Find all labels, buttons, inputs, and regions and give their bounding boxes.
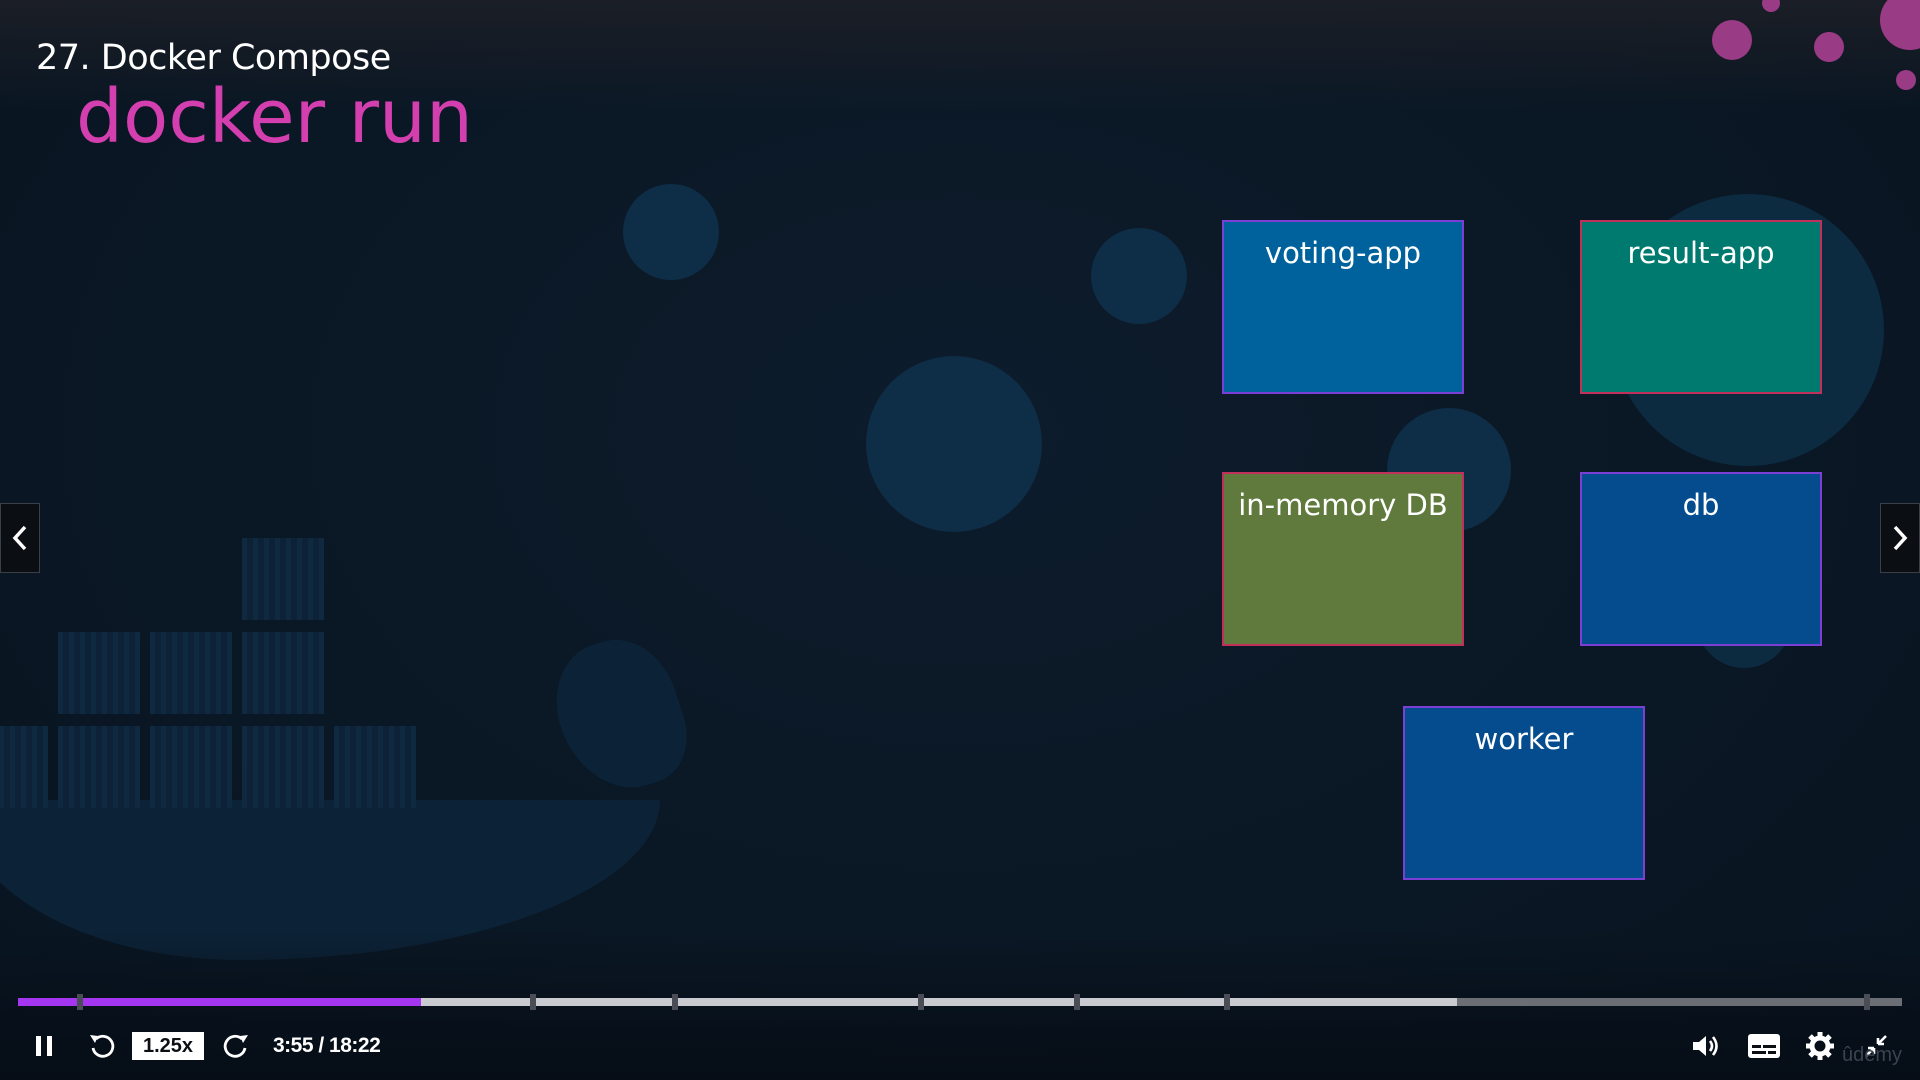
settings-button[interactable] — [1800, 1018, 1840, 1074]
buffered-range — [18, 998, 1458, 1006]
container-watermark — [150, 632, 232, 714]
lecture-title: 27. Docker Compose — [36, 38, 391, 78]
volume-icon — [1693, 1036, 1718, 1056]
playback-speed-button[interactable]: 1.25x — [132, 1032, 204, 1060]
next-lecture-button[interactable] — [1880, 503, 1920, 573]
service-box-voting-app: voting-app — [1222, 220, 1464, 394]
exit-fullscreen-button[interactable] — [1856, 1018, 1896, 1074]
container-watermark — [334, 726, 416, 808]
service-label: worker — [1474, 722, 1574, 756]
container-watermark — [58, 726, 140, 808]
captions-button[interactable] — [1742, 1018, 1786, 1074]
pause-button[interactable] — [24, 1018, 64, 1074]
chapter-marker[interactable] — [1224, 994, 1230, 1010]
pause-icon — [36, 1036, 52, 1056]
chapter-marker[interactable] — [918, 994, 924, 1010]
container-watermark — [242, 538, 324, 620]
container-watermark — [242, 726, 324, 808]
service-label: voting-app — [1264, 236, 1422, 270]
container-watermark — [58, 632, 140, 714]
player-controls: 1.25x 3:55 / 18:22 — [0, 1018, 1920, 1074]
exit-fullscreen-icon — [1865, 1035, 1887, 1057]
service-label: in-memory DB — [1238, 488, 1448, 522]
service-box-in-memory-db: in-memory DB — [1222, 472, 1464, 646]
decor-dot — [1712, 20, 1752, 60]
service-label: db — [1682, 488, 1720, 522]
chapter-marker[interactable] — [77, 994, 83, 1010]
captions-icon — [1748, 1034, 1780, 1058]
rewind-button[interactable] — [82, 1018, 122, 1074]
service-box-worker: worker — [1403, 706, 1645, 880]
container-watermark — [150, 726, 232, 808]
previous-lecture-button[interactable] — [0, 503, 40, 573]
slide-title: docker run — [76, 74, 473, 160]
time-display: 3:55 / 18:22 — [273, 1034, 381, 1057]
decor-dot — [1762, 0, 1780, 12]
gear-icon — [1806, 1032, 1834, 1060]
volume-button[interactable] — [1686, 1018, 1726, 1074]
container-watermark — [242, 632, 324, 714]
decor-bubble — [623, 184, 719, 280]
played-range — [18, 998, 422, 1006]
decor-dot — [1814, 32, 1844, 62]
decor-dot — [1896, 70, 1916, 90]
decor-bubble — [1091, 228, 1187, 324]
rewind-icon — [90, 1034, 115, 1058]
progress-bar[interactable] — [18, 994, 1902, 1010]
chapter-marker[interactable] — [1864, 994, 1870, 1010]
container-watermark — [0, 726, 48, 808]
udemy-watermark: ûdemy — [1842, 1044, 1903, 1066]
top-gradient — [0, 0, 1920, 110]
chevron-left-icon — [12, 525, 27, 551]
chapter-marker[interactable] — [1074, 994, 1080, 1010]
chapter-marker[interactable] — [672, 994, 678, 1010]
decor-bubble — [866, 356, 1042, 532]
forward-button[interactable] — [216, 1018, 256, 1074]
service-box-db: db — [1580, 472, 1822, 646]
forward-icon — [223, 1034, 248, 1058]
whale-tail-watermark — [539, 625, 701, 805]
service-box-result-app: result-app — [1580, 220, 1822, 394]
chevron-right-icon — [1893, 525, 1908, 551]
chapter-marker[interactable] — [530, 994, 536, 1010]
service-label: result-app — [1627, 236, 1775, 270]
